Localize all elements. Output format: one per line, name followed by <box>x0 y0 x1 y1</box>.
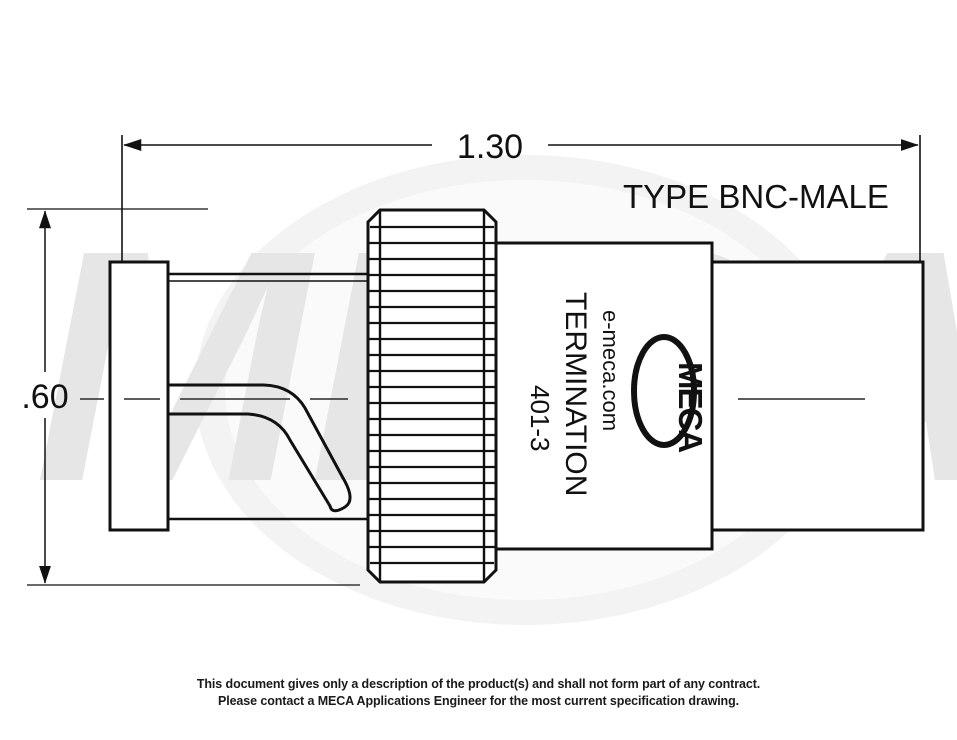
knurl-bands <box>368 225 496 565</box>
website-label: e-meca.com <box>598 310 623 431</box>
termination-label: TERMINATION <box>559 292 592 496</box>
length-dimension-label: 1.30 <box>457 128 523 166</box>
center-pin-lower-edge <box>166 412 332 508</box>
logo-oval <box>631 334 697 448</box>
mounting-flange <box>108 260 170 532</box>
knurled-coupling-nut <box>366 208 498 584</box>
connector-shank <box>168 272 372 521</box>
footer-line-2: Please contact a MECA Applications Engin… <box>217 694 740 708</box>
part-number-label: 401-3 <box>525 385 555 452</box>
center-pin <box>166 383 352 513</box>
rear-barrel <box>708 260 925 532</box>
logo-text: MECA <box>672 362 709 452</box>
center-pin-upper-edge <box>166 383 345 480</box>
body-markings: TERMINATION 401-3 e-meca.com MECA <box>525 292 709 496</box>
meca-logo: MECA <box>631 334 709 452</box>
length-dimension: 1.30 <box>121 128 921 262</box>
footer-note: This document gives only a description o… <box>0 676 957 710</box>
height-dimension: .60 <box>21 208 360 586</box>
knurl-outline <box>366 208 498 584</box>
type-label-group: TYPE BNC-MALE <box>623 178 889 215</box>
center-pin-tip <box>328 476 352 513</box>
height-dimension-label: .60 <box>21 378 68 416</box>
footer-line-1: This document gives only a description o… <box>196 677 761 691</box>
connector-body <box>492 241 714 551</box>
type-label: TYPE BNC-MALE <box>623 178 889 215</box>
